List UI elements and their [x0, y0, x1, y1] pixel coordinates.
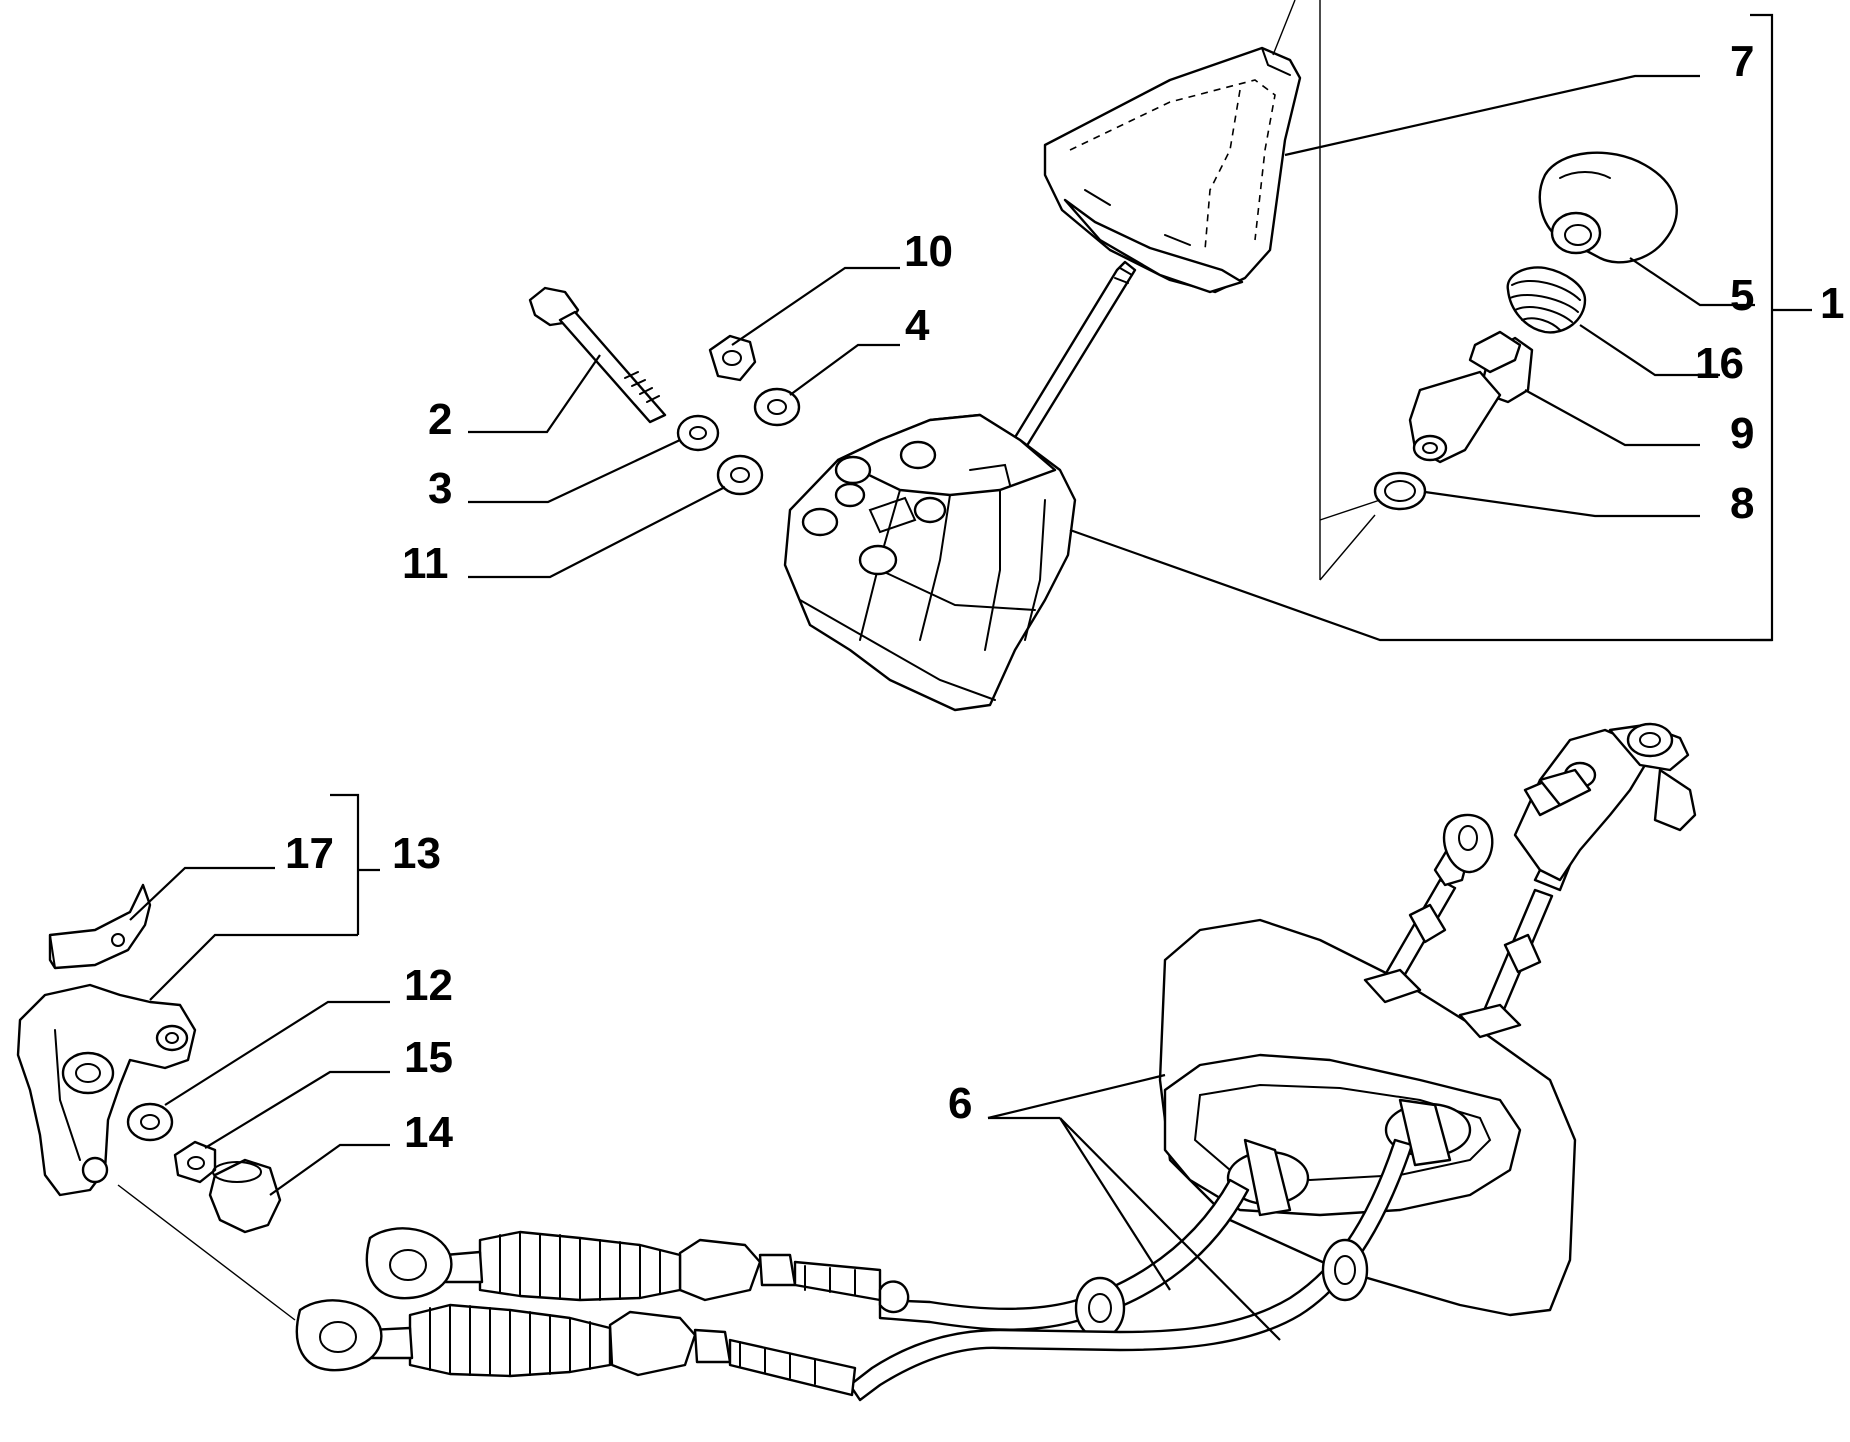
plunger-pin [1408, 330, 1534, 464]
callout-4: 4 [905, 301, 930, 350]
half-bushing [48, 883, 152, 970]
shift-cable-lower [295, 1098, 1452, 1402]
shift-cable-upper [365, 1138, 1292, 1340]
washer-11 [716, 454, 764, 496]
callout-13: 13 [392, 829, 441, 878]
callout-11: 11 [402, 539, 449, 588]
selector-lever [16, 983, 197, 1197]
end-cap [208, 1158, 282, 1234]
callout-2: 2 [428, 395, 452, 444]
bolt [528, 286, 667, 424]
gear-lever-boot [1043, 46, 1302, 294]
group-bracket-1 [1750, 13, 1812, 642]
callout-16: 16 [1695, 339, 1744, 388]
group-bracket-13 [330, 793, 380, 935]
nut-15 [173, 1140, 217, 1184]
nut-10 [708, 334, 757, 382]
gear-lever-rod [998, 260, 1137, 472]
washer-12 [126, 1102, 174, 1142]
gear-lever-housing [783, 413, 1077, 712]
cable-end-rods [1363, 722, 1697, 1039]
callout-15: 15 [404, 1033, 453, 1082]
callout-7: 7 [1730, 37, 1754, 86]
washer-4 [753, 387, 801, 427]
callout-5: 5 [1730, 271, 1754, 320]
spring [1506, 266, 1587, 334]
callout-8: 8 [1730, 479, 1754, 528]
callout-14: 14 [404, 1108, 453, 1157]
callout-10: 10 [904, 227, 953, 276]
callout-9: 9 [1730, 409, 1754, 458]
callout-17: 17 [285, 829, 334, 878]
seal-washer [1373, 471, 1427, 511]
callout-3: 3 [428, 464, 452, 513]
callout-12: 12 [404, 961, 453, 1010]
gear-knob [1538, 151, 1678, 264]
callout-6: 6 [948, 1079, 972, 1128]
callout-1: 1 [1820, 279, 1844, 328]
spring-washer-3 [676, 414, 720, 452]
leader-lines [117, 0, 1772, 1341]
